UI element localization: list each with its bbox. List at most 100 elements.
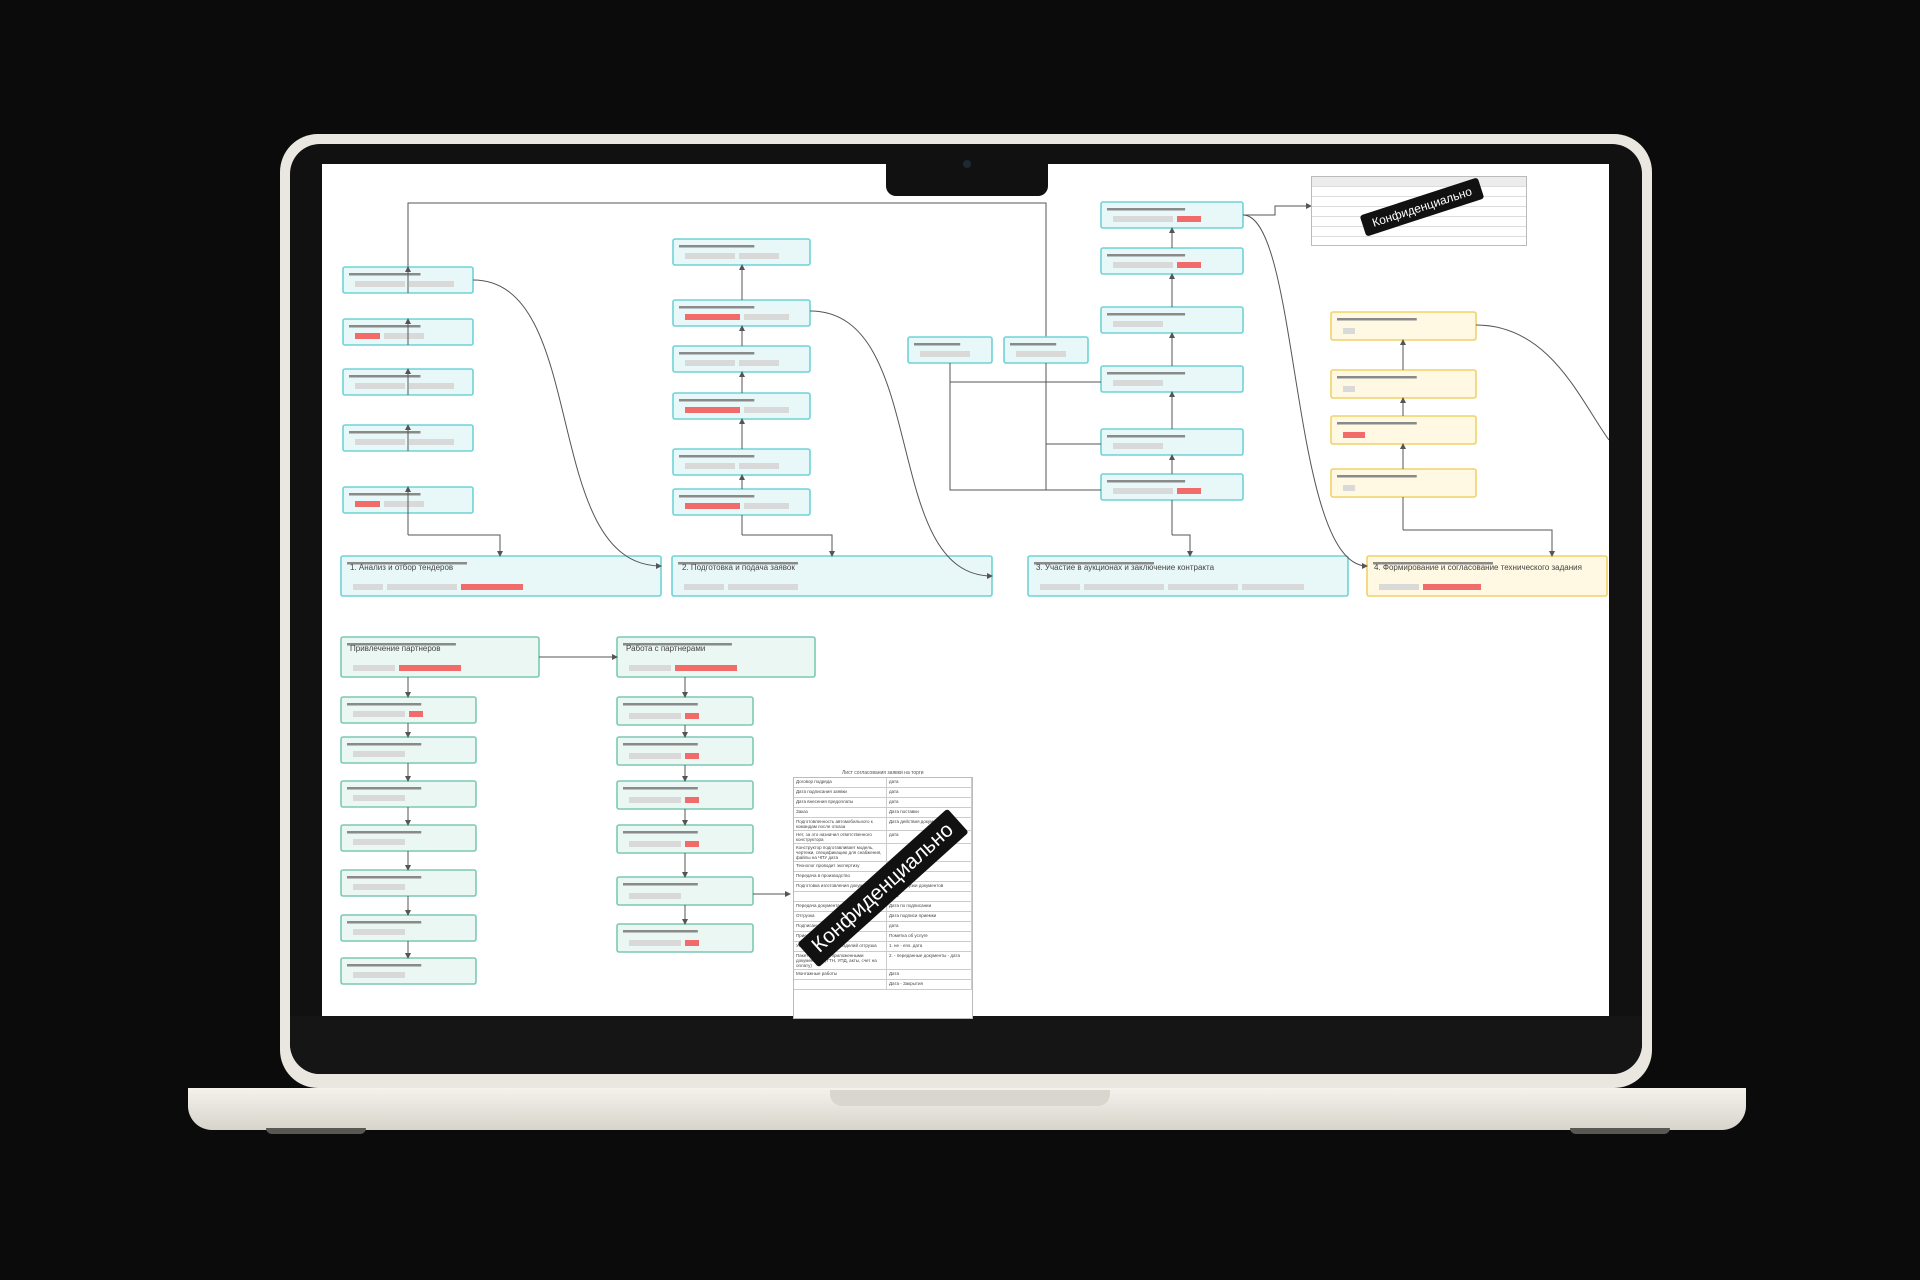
c2-down [741, 515, 832, 556]
work-step-5-bar-0 [629, 940, 681, 946]
doc-table-cell: Конструктор подготавливает модель, черте… [794, 844, 887, 861]
col2-node-0-bar-1 [739, 253, 779, 259]
col3-node-0-bar-1 [1177, 216, 1201, 222]
doc-table-cell: дата [887, 798, 972, 807]
doc-table-cell: дата [887, 922, 972, 931]
phase-4-box-bar-0 [1379, 584, 1419, 590]
laptop-foot-right [1570, 1128, 1670, 1134]
col2-node-0-title-line [679, 245, 755, 248]
col1-node-0-bar-1 [409, 281, 454, 287]
col1-node-2-title-line [349, 375, 421, 378]
doc-table-cell [887, 844, 972, 861]
col3-node-5-title-line [1107, 480, 1186, 483]
col2-node-0 [672, 238, 811, 266]
attract-step-3 [340, 824, 477, 852]
col4-node-2 [1330, 415, 1477, 445]
work-step-1-bar-1 [685, 753, 699, 759]
col3-node-5 [1100, 473, 1244, 501]
col4-node-3 [1330, 468, 1477, 498]
col3-node-2-bar-0 [1113, 321, 1163, 327]
col1-node-2-bar-1 [409, 383, 454, 389]
attract-step-3-title-line [347, 831, 422, 834]
col3-node-1-bar-1 [1177, 262, 1201, 268]
attract-step-6 [340, 957, 477, 985]
attract-step-4-bar-0 [353, 884, 405, 890]
phase-2-box-title-line [678, 562, 798, 565]
work-step-4-title-line [623, 883, 698, 886]
col2-node-2-title-line [679, 352, 755, 355]
c3-to-table [1243, 203, 1312, 216]
work-step-2-title-line [623, 787, 698, 790]
curve-1-2 [472, 279, 662, 569]
col3-node-0 [1100, 201, 1244, 229]
col1-node-1-bar-0 [355, 333, 380, 339]
doc-table-cell: Дата действия документов [887, 818, 972, 830]
attract-partners-label: Привлечение партнеров [350, 644, 441, 653]
c1-top-loop [407, 202, 1047, 337]
col2-node-3 [672, 392, 811, 420]
doc-table-cell [794, 980, 887, 989]
phase-2-box-bar-1 [728, 584, 798, 590]
phase-4-box-title-line [1373, 562, 1493, 565]
col3-node-0-title-line [1107, 208, 1186, 211]
doc-table-row: Подготовленность автомобильного к команд… [794, 818, 972, 831]
curve-2-3 [809, 310, 993, 579]
work-partners-box-bar-1 [675, 665, 737, 671]
work-step-1-title-line [623, 743, 698, 746]
work-partners-box-title-line [623, 643, 732, 646]
col2-node-3-bar-1 [744, 407, 789, 413]
col4-node-2-title-line [1337, 422, 1417, 425]
col3-node-3-title-line [1107, 372, 1186, 375]
col1-node-0-title-line [349, 273, 421, 276]
col2-node-4-bar-0 [685, 463, 735, 469]
side-a-link [949, 363, 1101, 491]
col3-side-b-title-line [1010, 343, 1057, 346]
attract-partners-box-title-line [347, 643, 456, 646]
c4-down [1402, 497, 1552, 556]
c1-down [407, 513, 500, 556]
c3-down [1171, 500, 1190, 556]
attract-step-4-title-line [347, 876, 422, 879]
work-step-1-bar-0 [629, 753, 681, 759]
doc-table-cell: Отгрузка [794, 912, 887, 921]
doc-table-cell: дата [887, 831, 972, 843]
doc-table-cell: дата [887, 778, 972, 787]
work-partners-box-bar-0 [629, 665, 671, 671]
doc-table-cell: Дата отгрузки документов [887, 882, 972, 891]
work-step-3-bar-1 [685, 841, 699, 847]
col2-node-2-bar-0 [685, 360, 735, 366]
doc-table-cell: Монтажные работы [794, 970, 887, 979]
col3-node-1-bar-0 [1113, 262, 1173, 268]
attract-step-0-title-line [347, 703, 422, 706]
col3-node-5-bar-0 [1113, 488, 1173, 494]
doc-table-cell: 2. - переданные документы - дата [887, 952, 972, 969]
summary-table-row [1312, 217, 1526, 227]
work-step-4 [616, 876, 754, 906]
attract-partners-box-bar-1 [399, 665, 461, 671]
phase-4-box-bar-1 [1423, 584, 1481, 590]
work-step-5-title-line [623, 930, 698, 933]
work-step-0-bar-1 [685, 713, 699, 719]
doc-table-cell: Договор подряда [794, 778, 887, 787]
col2-node-4-bar-1 [739, 463, 779, 469]
col1-node-2-bar-0 [355, 383, 405, 389]
phase-1-box-bar-2 [461, 584, 523, 590]
doc-table-cell: Заказ [794, 808, 887, 817]
phase-1-box-bar-0 [353, 584, 383, 590]
work-step-3 [616, 824, 754, 854]
attract-step-2-title-line [347, 787, 422, 790]
col3-node-4-title-line [1107, 435, 1186, 438]
attract-step-6-title-line [347, 964, 422, 967]
col2-node-2-bar-1 [739, 360, 779, 366]
doc-table-cell: 1. не - ens. дата [887, 942, 972, 951]
work-step-0-bar-0 [629, 713, 681, 719]
summary-table-row [1312, 227, 1526, 237]
doc-table-row: Нет, за это назначил ответственного конс… [794, 831, 972, 844]
work-step-5-bar-1 [685, 940, 699, 946]
doc-table-cell: Дата - Закрытия [887, 980, 972, 989]
col3-node-1-title-line [1107, 254, 1186, 257]
phase-4-label: 4. Формирование и согласование техническ… [1374, 563, 1582, 572]
col3-node-2 [1100, 306, 1244, 334]
